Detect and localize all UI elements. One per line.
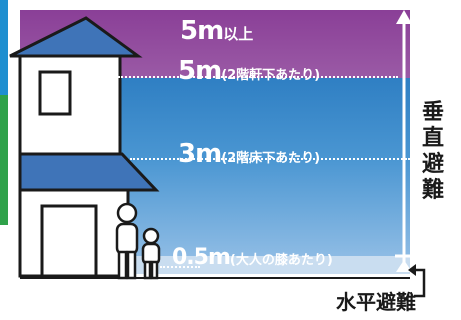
label-5m-eaves-value: 5m xyxy=(178,56,222,86)
label-05m: 0.5m(大人の膝あたり) xyxy=(172,245,333,270)
label-05m-note: (大人の膝あたり) xyxy=(229,253,333,268)
label-5m-above-suffix: 以上 xyxy=(223,25,254,43)
vertical-label-char-1: 垂 xyxy=(421,100,444,125)
left-edge-blue-strip xyxy=(0,0,8,95)
vertical-label-char-3: 避 xyxy=(421,152,444,177)
upper-window xyxy=(38,70,72,116)
label-5m-eaves-note: (2階軒下あたり) xyxy=(221,68,321,83)
label-3m-note: (2階床下あたり) xyxy=(221,151,321,166)
lower-roof xyxy=(18,152,160,192)
level-line-05m xyxy=(160,266,200,268)
horizontal-evacuation-label: 水平避難 xyxy=(336,290,416,314)
child-figure xyxy=(141,227,161,280)
vertical-evacuation-label: 垂 直 避 難 xyxy=(418,100,448,204)
label-3m: 3m(2階床下あたり) xyxy=(178,139,320,169)
level-line-5m xyxy=(118,76,398,78)
label-05m-value: 0.5m xyxy=(172,245,231,270)
upper-roof xyxy=(9,16,143,58)
label-5m-above-value: 5m xyxy=(180,16,224,46)
adult-figure xyxy=(115,202,139,280)
label-5m-above: 5m以上 xyxy=(180,16,253,46)
vertical-evacuation-arrow xyxy=(395,10,413,272)
left-edge-green-strip xyxy=(0,95,8,225)
vertical-label-char-4: 難 xyxy=(421,178,444,203)
horizontal-evacuation-arrow xyxy=(408,264,426,298)
label-3m-value: 3m xyxy=(178,139,222,169)
label-5m-eaves: 5m(2階軒下あたり) xyxy=(178,56,320,86)
left-edge-white-strip xyxy=(0,225,8,320)
vertical-label-char-2: 直 xyxy=(421,126,444,151)
level-line-3m xyxy=(130,158,410,160)
door xyxy=(40,204,98,278)
